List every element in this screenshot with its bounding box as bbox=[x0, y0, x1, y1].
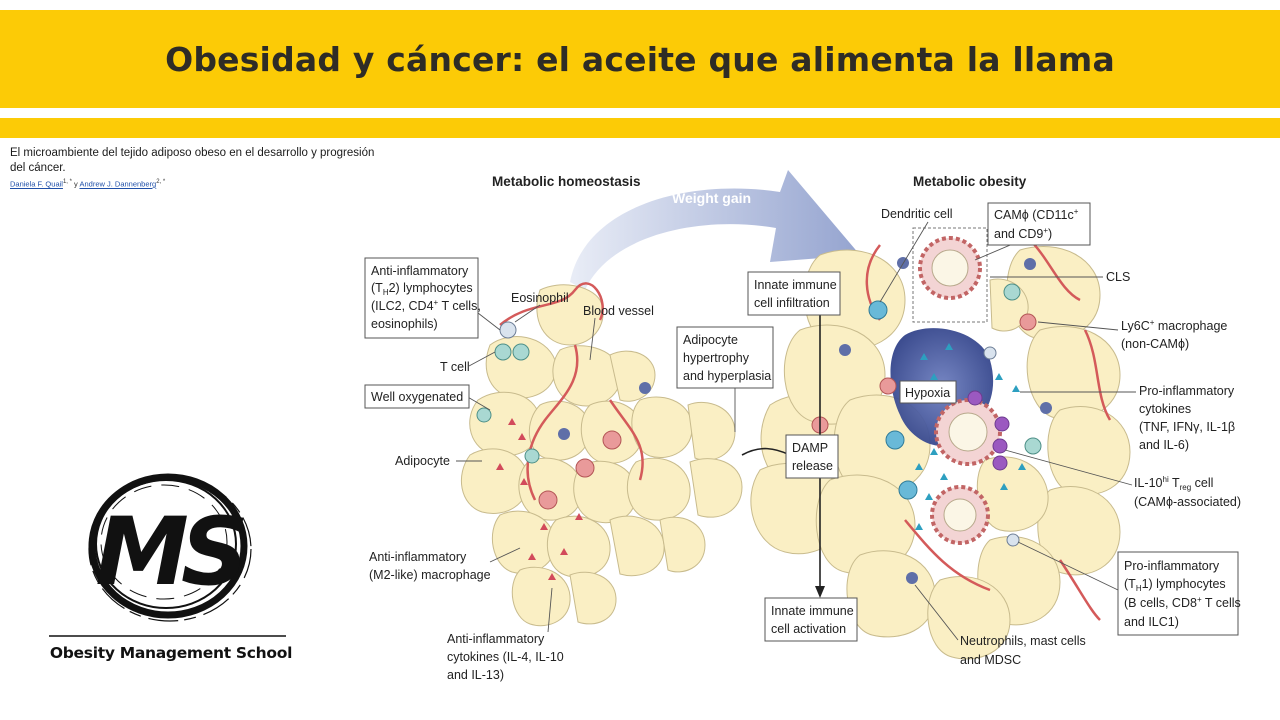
anti-cytokines-label-1: Anti-inflammatory bbox=[447, 632, 545, 646]
th1-label-3: (B cells, CD8+ T cells bbox=[1124, 595, 1241, 610]
t-cell-label: T cell bbox=[440, 360, 470, 374]
cls-label: CLS bbox=[1106, 270, 1130, 284]
article-authors: Daniela F. Quail1, * y Andrew J. Dannenb… bbox=[10, 179, 380, 189]
pro-cytokines-label-1: Pro-inflammatory bbox=[1139, 384, 1235, 398]
hypoxia-box bbox=[899, 380, 957, 404]
anti-inflammatory-cytokine-triangles bbox=[496, 418, 583, 580]
logo-initials: MS bbox=[95, 498, 244, 607]
article-citation: El microambiente del tejido adiposo obes… bbox=[10, 146, 380, 189]
yellow-stripe bbox=[0, 118, 1280, 138]
author-sup-1: 1, * bbox=[62, 179, 72, 185]
pro-cytokines-label-2: cytokines bbox=[1139, 402, 1191, 416]
pro-cytokines-label-3: (TNF, IFNγ, IL-1β bbox=[1139, 420, 1235, 434]
neutrophils-label-1: Neutrophils, mast cells bbox=[960, 634, 1086, 648]
th1-label-1: Pro-inflammatory bbox=[1124, 559, 1220, 573]
left-panel-title: Metabolic homeostasis bbox=[492, 174, 641, 189]
m2-label-2: (M2-like) macrophage bbox=[369, 568, 491, 582]
innate-infiltration-box bbox=[747, 271, 841, 316]
th1-label-4: and ILC1) bbox=[1124, 615, 1179, 629]
ms-logo: MS bbox=[49, 473, 286, 637]
dendritic-cell-label: Dendritic cell bbox=[881, 207, 953, 221]
cls-dashed-box bbox=[912, 227, 988, 323]
adipose-diagram: Metabolic homeostasis Metabolic obesity … bbox=[364, 170, 1241, 682]
author-sup-2: 2, * bbox=[156, 179, 166, 185]
th2-label-3: (ILC2, CD4+ T cells, bbox=[371, 298, 481, 313]
weight-gain-label: Weight gain bbox=[672, 190, 751, 206]
left-blood-vessels bbox=[499, 282, 644, 501]
hypertrophy-box bbox=[676, 326, 774, 389]
weight-gain-arrow: Weight gain bbox=[570, 170, 860, 290]
logo-name: Obesity Management School bbox=[49, 644, 293, 662]
th1-lymphocytes-box bbox=[1117, 551, 1239, 636]
adipocyte-label: Adipocyte bbox=[395, 454, 450, 468]
obese-adipose-tissue bbox=[750, 246, 1131, 660]
author-link-dannenberg[interactable]: Andrew J. Dannenberg bbox=[79, 179, 157, 189]
blood-vessel-label: Blood vessel bbox=[583, 304, 654, 318]
th2-label-4: eosinophils) bbox=[371, 317, 438, 331]
left-immune-cells bbox=[476, 321, 651, 510]
th1-label-2: (TH1) lymphocytes bbox=[1124, 577, 1226, 593]
pro-cytokines-label-4: and IL-6) bbox=[1139, 438, 1189, 452]
right-immune-cells bbox=[811, 257, 1052, 584]
treg-label-1: IL-10hi Treg cell bbox=[1134, 475, 1213, 492]
innate-activation-label-2: cell activation bbox=[771, 622, 846, 636]
cam-box bbox=[987, 202, 1091, 246]
author-link-quail[interactable]: Daniela F. Quail bbox=[10, 179, 63, 189]
ly6c-label-1: Ly6C+ macrophage bbox=[1121, 318, 1227, 333]
cam-label-2: and CD9+) bbox=[994, 226, 1052, 241]
anti-cytokines-label-2: cytokines (IL-4, IL-10 bbox=[447, 650, 564, 664]
well-oxygenated-box bbox=[364, 384, 470, 409]
brush-ring bbox=[88, 473, 252, 622]
page-title: Obesidad y cáncer: el aceite que aliment… bbox=[165, 39, 1115, 79]
th2-label-2: (TH2) lymphocytes bbox=[371, 281, 473, 297]
well-oxygenated-label: Well oxygenated bbox=[371, 390, 463, 404]
right-panel-title: Metabolic obesity bbox=[913, 174, 1027, 189]
hypertrophy-label-1: Adipocyte bbox=[683, 333, 738, 347]
article-title: El microambiente del tejido adiposo obes… bbox=[10, 147, 375, 174]
th2-label-1: Anti-inflammatory bbox=[371, 264, 469, 278]
innate-infiltration-label-2: cell infiltration bbox=[754, 296, 830, 310]
hypertrophy-label-3: and hyperplasia bbox=[683, 369, 771, 383]
innate-activation-label-1: Innate immune bbox=[771, 604, 854, 618]
title-banner: Obesidad y cáncer: el aceite que aliment… bbox=[0, 10, 1280, 108]
th2-lymphocytes-box bbox=[364, 257, 479, 339]
innate-infiltration-label-1: Innate immune bbox=[754, 278, 837, 292]
anti-cytokines-label-3: and IL-13) bbox=[447, 668, 504, 682]
damp-label-1: DAMP bbox=[792, 441, 828, 455]
author-connector: y bbox=[71, 179, 80, 189]
neutrophils-label-2: and MDSC bbox=[960, 653, 1021, 667]
damp-release-box bbox=[785, 434, 839, 479]
healthy-adipose-tissue bbox=[461, 284, 743, 627]
hypoxia-label: Hypoxia bbox=[905, 386, 950, 400]
eosinophil-label: Eosinophil bbox=[511, 291, 569, 305]
treg-label-2: (CAMϕ-associated) bbox=[1134, 495, 1241, 509]
m2-label-1: Anti-inflammatory bbox=[369, 550, 467, 564]
innate-activation-box bbox=[764, 597, 858, 642]
pro-inflammatory-cytokine-triangles bbox=[915, 343, 1026, 530]
hypertrophy-label-2: hypertrophy bbox=[683, 351, 750, 365]
ly6c-label-2: (non-CAMϕ) bbox=[1121, 337, 1189, 351]
cam-label-1: CAMϕ (CD11c+ bbox=[994, 207, 1079, 222]
damp-label-2: release bbox=[792, 459, 833, 473]
crown-like-structures bbox=[918, 236, 1002, 545]
